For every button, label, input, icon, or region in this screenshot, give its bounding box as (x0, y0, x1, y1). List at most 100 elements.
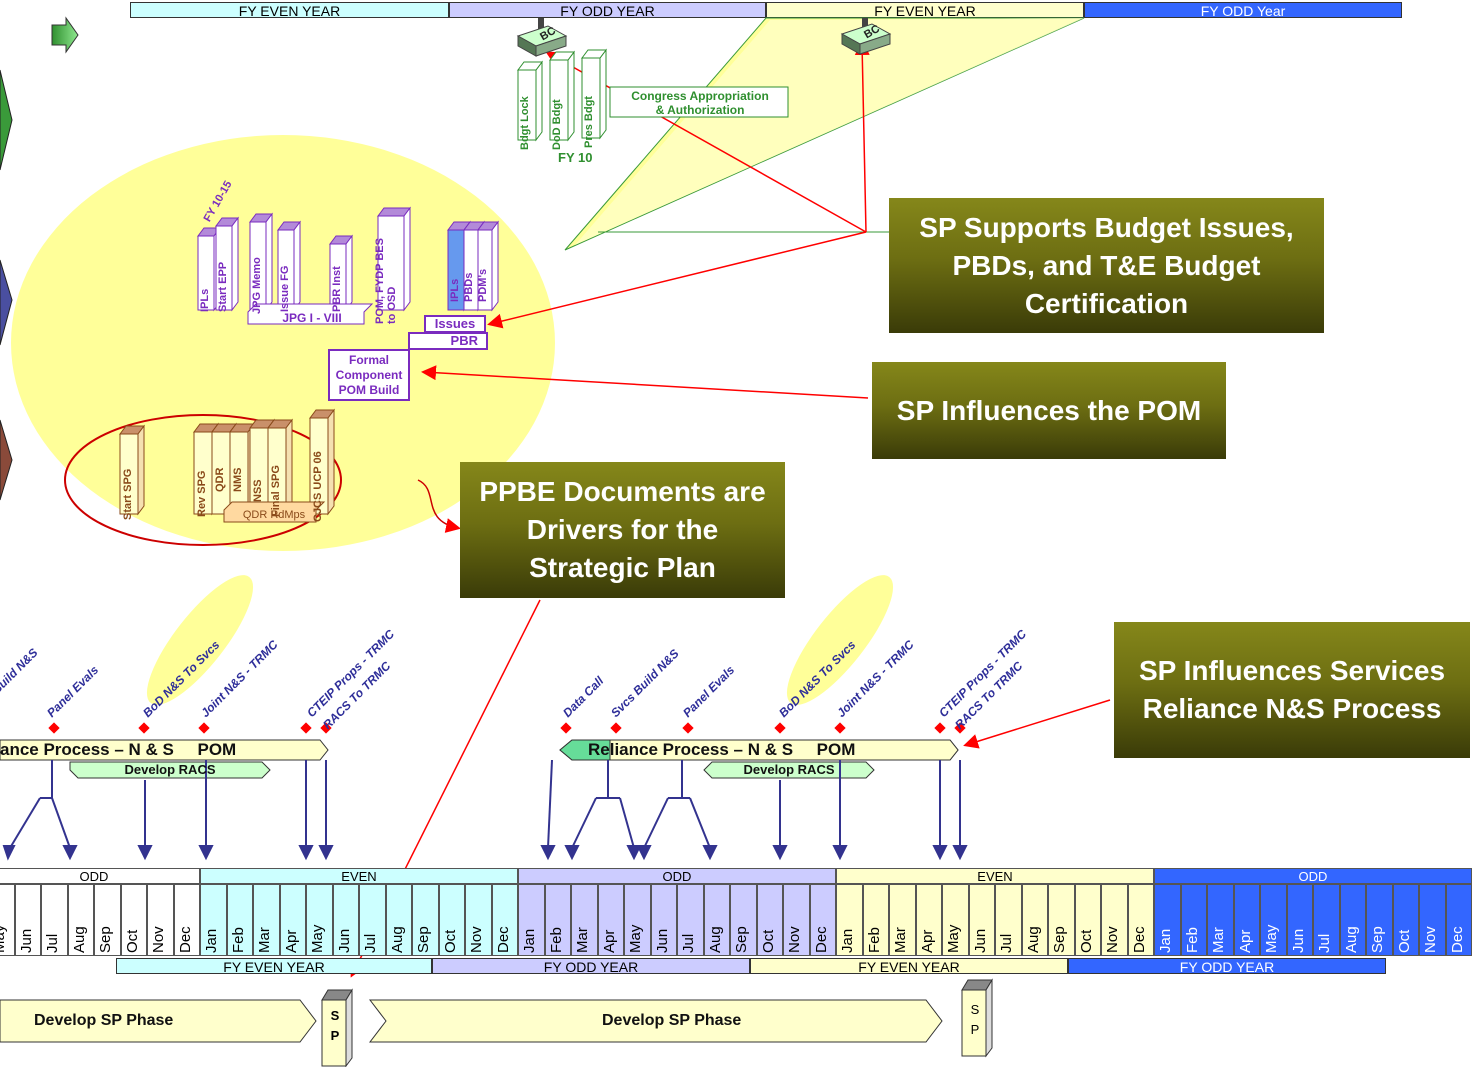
month-cell: Jul (41, 884, 68, 956)
month-cell: Mar (1207, 884, 1234, 956)
month-label: Jun (17, 928, 35, 953)
month-label: Nov (1104, 926, 1122, 953)
month-label: Jul (680, 933, 698, 953)
jpg-platform (247, 303, 374, 325)
month-label: Jul (44, 933, 62, 953)
month-label: Jul (998, 933, 1016, 953)
callout-pom: SP Influences the POM (872, 362, 1226, 459)
month-label: Jun (653, 928, 671, 953)
month-label: Aug (70, 926, 88, 953)
book-ipls-1: IPLs (199, 288, 211, 312)
month-label: Apr (1236, 929, 1254, 953)
reliance-left-bar (0, 739, 329, 761)
book-pbr-inst: PBR Inst (331, 266, 343, 312)
month-label: Jun (971, 928, 989, 953)
month-label: Sep (415, 926, 433, 953)
month-cell: Aug (385, 884, 412, 956)
book-pbds: PBDs (463, 272, 475, 302)
month-cell: Apr (915, 884, 942, 956)
month-cell: Dec (1445, 884, 1472, 956)
formal-line-2: Component (335, 368, 403, 382)
left-green-chevron (0, 69, 13, 171)
month-cell: Aug (67, 884, 94, 956)
month-label: May (309, 924, 327, 953)
month-label: Aug (706, 926, 724, 953)
month-label: Dec (1448, 926, 1466, 953)
month-cell: Jan (200, 884, 227, 956)
month-cell: Sep (94, 884, 121, 956)
racs-right-bar (703, 761, 875, 779)
month-label: Oct (123, 929, 141, 953)
month-cell: Jun (332, 884, 359, 956)
book-nms: NMS (232, 467, 244, 492)
year-group-label: EVEN (200, 868, 518, 884)
month-label: Aug (388, 926, 406, 953)
month-label: Mar (574, 927, 592, 953)
top-fy-bar-2: FY ODD YEAR (449, 2, 766, 19)
month-label: Feb (1183, 927, 1201, 953)
month-cell: Jul (995, 884, 1022, 956)
month-label: Jan (839, 928, 857, 953)
month-label: Nov (150, 926, 168, 953)
month-cell: Aug (1021, 884, 1048, 956)
strategy-ellipse (64, 414, 342, 546)
sp-phase-right-label: Develop SP Phase (602, 1012, 742, 1029)
top-fy-bar-1: FY EVEN YEAR (130, 2, 449, 19)
month-label: Sep (1369, 926, 1387, 953)
month-cell: Jun (1286, 884, 1313, 956)
reliance-right-label: Reliance Process – N & S POM (588, 740, 856, 759)
qdr-rdmps-label: QDR RdMps (242, 509, 306, 521)
callout-ppbe: PPBE Documents are Drivers for the Strat… (460, 462, 785, 598)
year-group-label: ODD (0, 868, 200, 884)
fy-bar: FY ODD YEAR (432, 958, 750, 975)
month-label: May (627, 924, 645, 953)
month-label: Dec (812, 926, 830, 953)
month-cell: Jan (836, 884, 863, 956)
month-label: Oct (441, 929, 459, 953)
month-cell: Aug (703, 884, 730, 956)
month-label: Jul (362, 933, 380, 953)
top-fy-bar-4: FY ODD Year (1084, 2, 1402, 19)
month-cell: Oct (1392, 884, 1419, 956)
month-label: Nov (786, 926, 804, 953)
fy-bar: FY ODD YEAR (1068, 958, 1386, 975)
month-label: Aug (1342, 926, 1360, 953)
left-blue-chevron (0, 259, 13, 346)
month-cell: Sep (1048, 884, 1075, 956)
book-rev-spg: Rev SPG (196, 470, 208, 517)
reliance-left-label: ance Process – N & S POM (0, 740, 237, 759)
book-qdr: QDR (214, 467, 226, 492)
month-label: Feb (865, 927, 883, 953)
book-dod-bdgt: DoD Bdgt (551, 99, 563, 150)
month-label: Apr (600, 929, 618, 953)
month-cell: May (942, 884, 969, 956)
month-cell: Jun (14, 884, 41, 956)
qdr-platform (223, 501, 326, 523)
month-cell: Nov (465, 884, 492, 956)
month-label: Sep (97, 926, 115, 953)
month-cell: Oct (1074, 884, 1101, 956)
book-pdms: PDM's (477, 268, 489, 302)
month-label: Jan (521, 928, 539, 953)
book-pom-fydp: POM, FYDP BES to OSD (374, 238, 398, 324)
year-group-label: ODD (518, 868, 836, 884)
sp-book-label-2: S P (970, 1002, 980, 1037)
month-cell: May (1260, 884, 1287, 956)
issues-box: Issues (424, 315, 486, 333)
month-cell: Nov (783, 884, 810, 956)
month-label: Sep (1051, 926, 1069, 953)
month-cell: Jun (968, 884, 995, 956)
month-label: May (0, 924, 9, 953)
month-label: Dec (494, 926, 512, 953)
month-cell: Sep (1366, 884, 1393, 956)
month-cell: Mar (571, 884, 598, 956)
month-label: Feb (229, 927, 247, 953)
month-label: Mar (1210, 927, 1228, 953)
month-cell: Nov (1101, 884, 1128, 956)
month-cell: Apr (597, 884, 624, 956)
formal-line-1: Formal (348, 353, 389, 367)
bc-right-icon (840, 18, 892, 55)
month-cell: Feb (862, 884, 889, 956)
month-cell: Sep (412, 884, 439, 956)
